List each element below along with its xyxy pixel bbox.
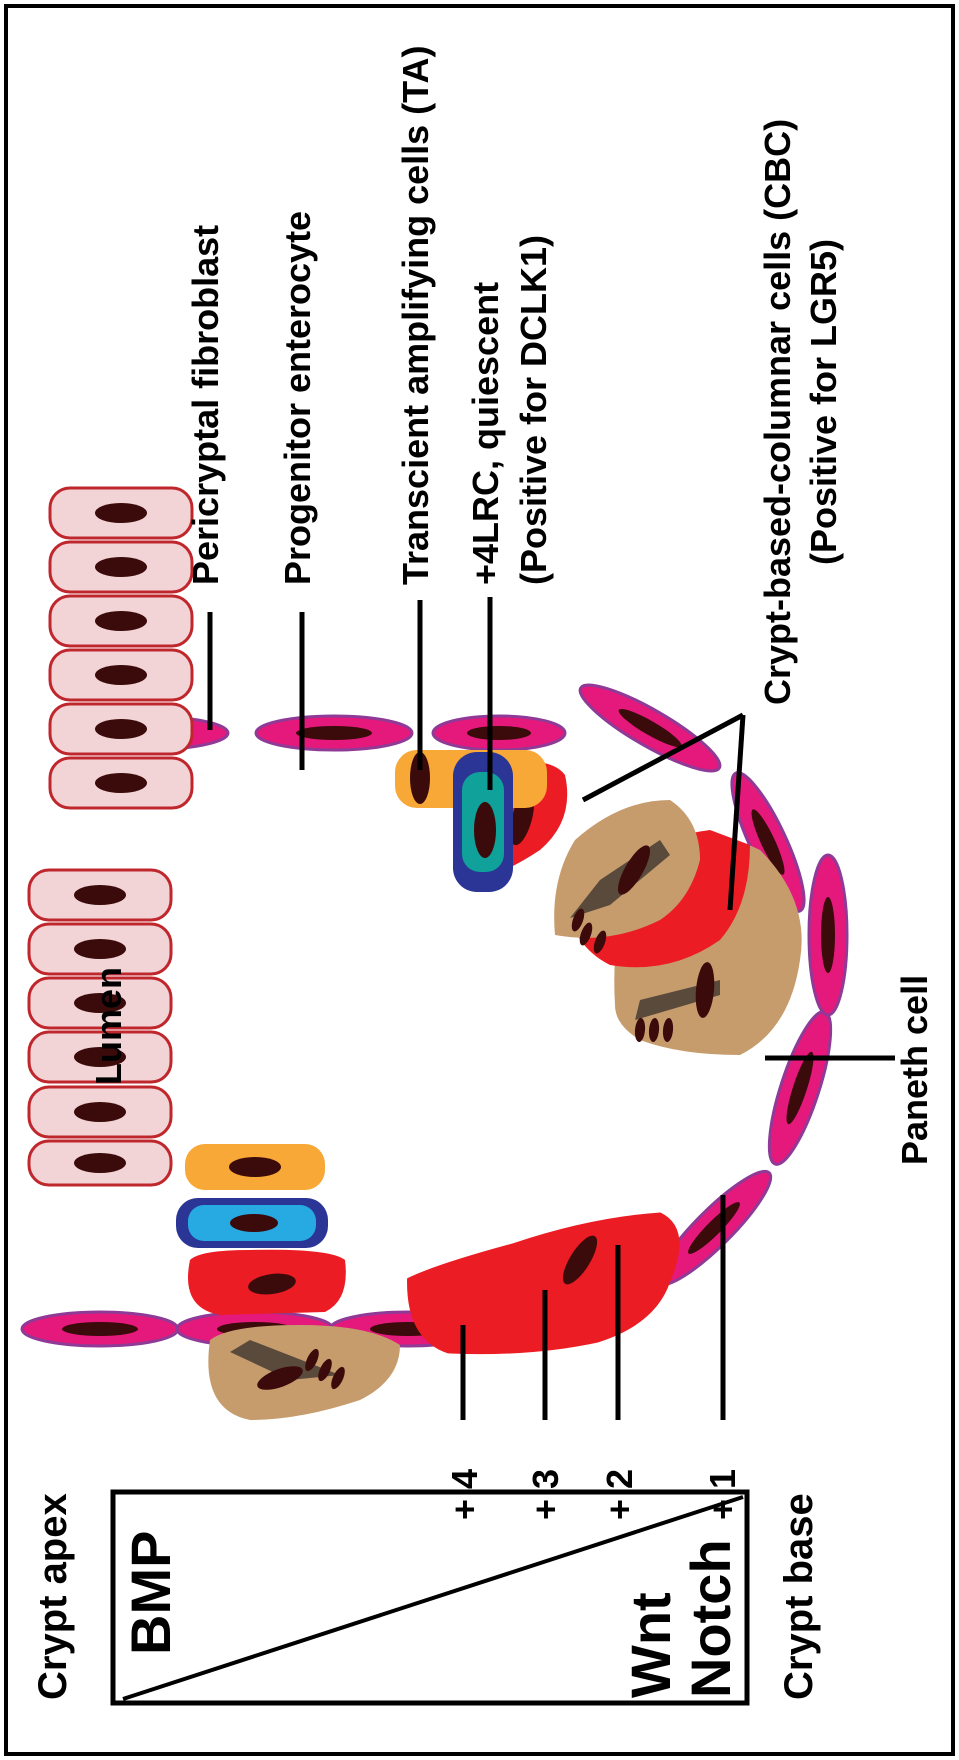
enterocyte [50, 650, 192, 700]
enterocyte [29, 1141, 171, 1185]
label-crypt-base: Crypt base [777, 1493, 821, 1700]
label-ta: Transcient amplifying cells (TA) [395, 46, 436, 585]
label-cbc-2: (Positive for LGR5) [803, 239, 844, 565]
enterocyte [29, 924, 171, 974]
label-paneth-cell: Paneth cell [894, 975, 935, 1165]
label-crypt-apex: Crypt apex [31, 1493, 75, 1700]
fibroblast [809, 855, 847, 1015]
label-lumen: Lumen [88, 967, 129, 1085]
label-pericryptal: Pericryptal fibroblast [185, 225, 226, 585]
label-bmp: BMP [119, 1531, 182, 1655]
label-cbc-1: Crypt-based-columnar cells (CBC) [757, 119, 798, 705]
label-plus4: + 4 [444, 1469, 485, 1520]
left-ta-cell [185, 1144, 325, 1190]
fibroblast [433, 716, 565, 750]
label-notch: Notch [679, 1539, 742, 1698]
enterocyte [29, 1087, 171, 1137]
enterocyte [50, 596, 192, 646]
enterocyte [50, 704, 192, 754]
enterocyte [50, 758, 192, 808]
left-lrc-cell [176, 1198, 328, 1248]
paneth-cell-plus2 [208, 1325, 400, 1420]
enterocyte [50, 488, 192, 538]
fibroblast [256, 716, 412, 750]
label-plus2: + 2 [599, 1469, 640, 1520]
label-plus1: + 1 [702, 1469, 743, 1520]
fibroblast [22, 1312, 178, 1346]
enterocyte [50, 542, 192, 592]
label-plus3: + 3 [525, 1469, 566, 1520]
label-wnt: Wnt [619, 1592, 682, 1698]
enterocyte [29, 870, 171, 920]
label-lrc-1: +4LRC, quiescent [465, 282, 506, 585]
right-lrc-cell [453, 752, 513, 892]
label-lrc-2: (Positive for DCLK1) [513, 235, 554, 585]
cbc-cell-plus3 [188, 1250, 346, 1315]
right-enterocytes [50, 488, 192, 808]
label-progenitor: Progenitor enterocyte [277, 211, 318, 585]
